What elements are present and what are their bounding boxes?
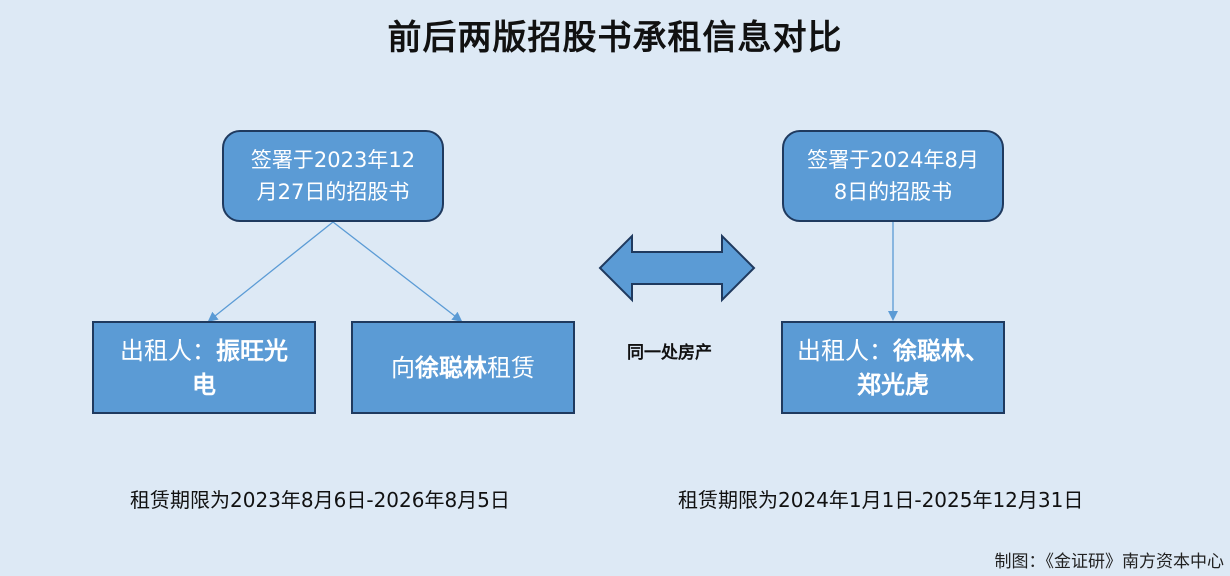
left-prospectus-line2: 月27日的招股书 [256,180,410,204]
left-lessor-box: 出租人：振旺光 电 [92,321,316,414]
right-prospectus-line1: 签署于2024年8月 [807,148,979,172]
right-lessor-prefix: 出租人： [797,336,893,365]
connector-left-to-lessor [207,221,334,322]
left-lessor-name-a: 振旺光 [216,336,288,365]
left-lessee-box: 向徐聪林租赁 [351,321,575,414]
left-lease-term: 租赁期限为2023年8月6日-2026年8月5日 [130,488,510,512]
double-arrow-icon [598,233,756,303]
left-lessee-suffix: 租赁 [487,353,535,382]
left-prospectus-box: 签署于2023年12 月27日的招股书 [222,130,444,222]
left-lessee-prefix: 向 [391,353,415,382]
right-prospectus-box: 签署于2024年8月 8日的招股书 [782,130,1004,222]
right-prospectus-line2: 8日的招股书 [833,180,953,204]
left-lessor-name-b: 电 [192,370,216,399]
left-lessor-prefix: 出租人： [120,336,216,365]
left-lessee-name: 徐聪林 [415,353,487,382]
connector-left-to-lessee [332,221,463,322]
right-lease-term: 租赁期限为2024年1月1日-2025年12月31日 [678,488,1084,512]
right-lessor-box: 出租人：徐聪林、 郑光虎 [781,321,1005,414]
right-lessor-name-b: 郑光虎 [857,370,929,399]
left-prospectus-line1: 签署于2023年12 [250,148,416,172]
same-property-label: 同一处房产 [627,343,712,363]
right-lessor-name-a: 徐聪林、 [893,336,989,365]
page-title: 前后两版招股书承租信息对比 [387,18,843,58]
credit-text: 制图：《金证研》南方资本中心 [994,552,1225,572]
